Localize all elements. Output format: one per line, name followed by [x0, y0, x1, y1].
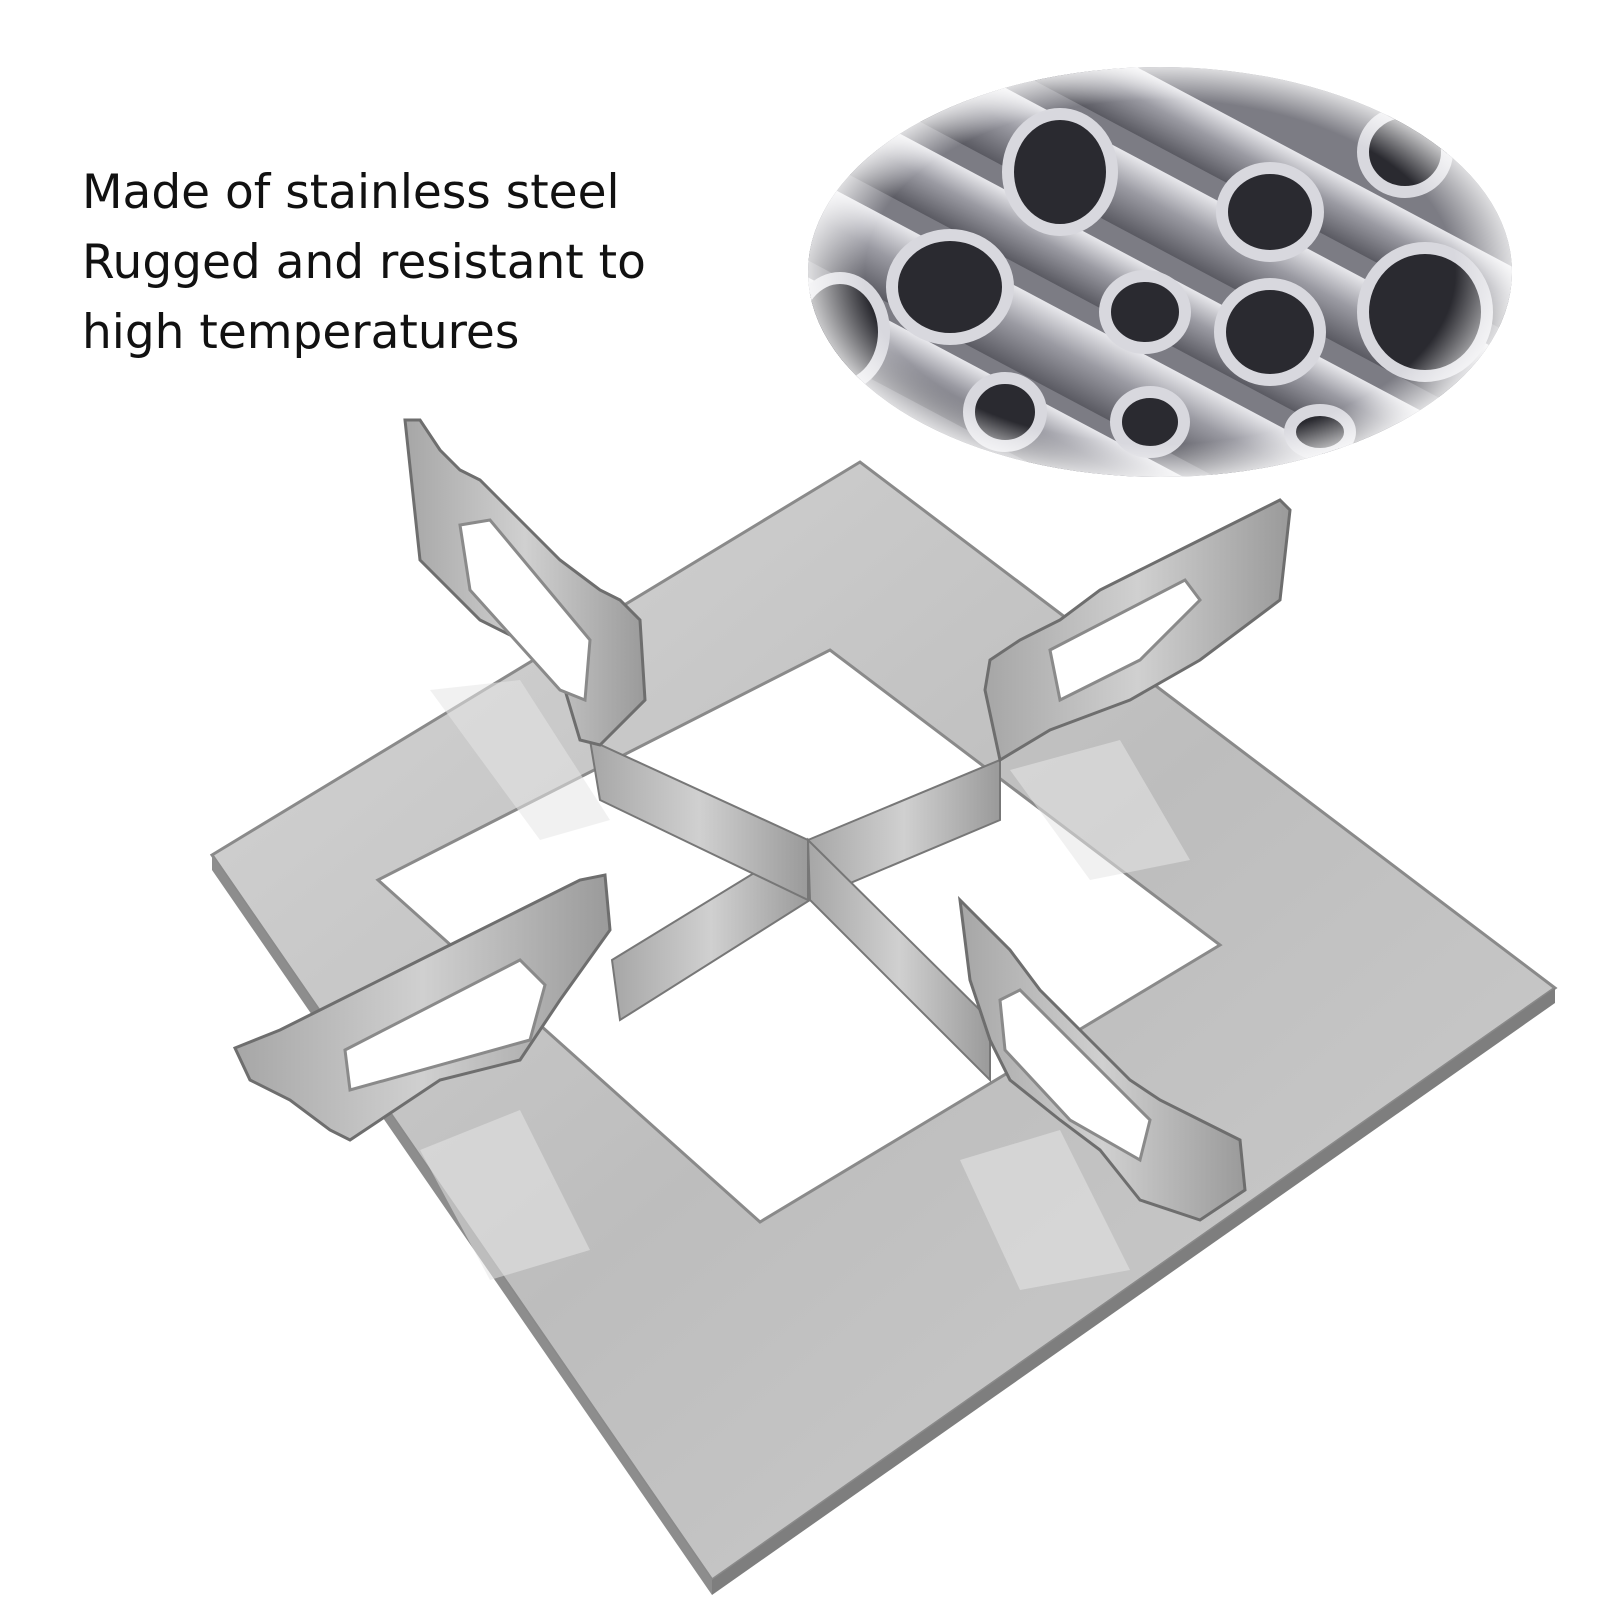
caption-line-1: Made of stainless steel [82, 165, 620, 220]
feature-caption: Made of stainless steel Rugged and resis… [82, 158, 646, 368]
caption-line-3: high temperatures [82, 305, 520, 360]
stainless-tubes-inset [808, 67, 1512, 477]
serrated-support-front-left [232, 873, 612, 1142]
cross-plate [588, 738, 809, 902]
caption-line-2: Rugged and resistant to [82, 235, 646, 290]
cross-plate [806, 837, 991, 1083]
plate-edge [712, 988, 1555, 1595]
serrated-support-front-right [957, 895, 1247, 1222]
